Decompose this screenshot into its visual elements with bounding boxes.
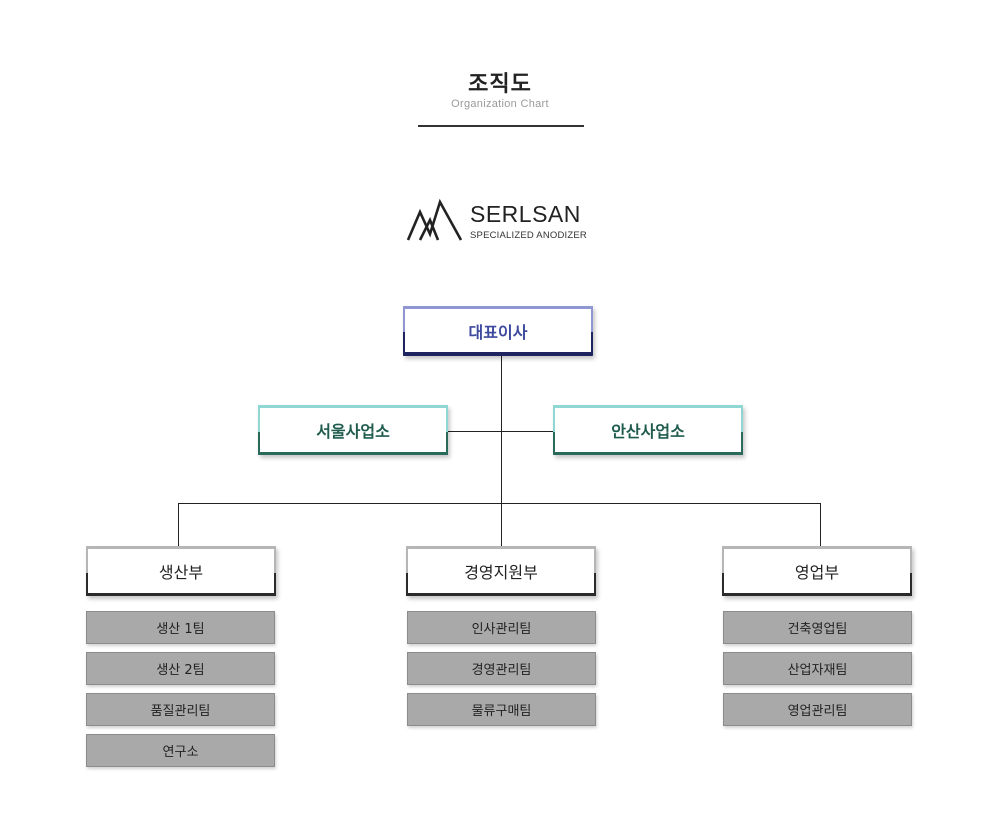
title-divider — [418, 125, 584, 127]
connector-ceo-vertical — [501, 356, 502, 503]
team-label: 물류구매팀 — [471, 704, 532, 719]
team-label: 품질관리팀 — [150, 704, 211, 719]
box-side-accent — [406, 573, 408, 596]
ceo-box: 대표이사 — [403, 306, 593, 356]
company-logo: SERLSAN SPECIALIZED ANODIZER — [406, 198, 606, 246]
box-side-accent — [403, 332, 405, 355]
department-label: 경영지원부 — [464, 563, 538, 582]
department-box-sales: 영업부 — [722, 546, 912, 596]
connector-dept-left — [178, 503, 179, 546]
team-label: 생산 2팀 — [156, 663, 205, 678]
box-side-accent — [741, 432, 743, 455]
team-label: 건축영업팀 — [787, 622, 848, 637]
department-label: 생산부 — [158, 563, 204, 582]
box-side-accent — [258, 432, 260, 455]
team-label: 영업관리팀 — [787, 704, 848, 719]
box-side-accent — [910, 573, 912, 596]
connector-dept-center — [501, 503, 502, 546]
team-box: 물류구매팀 — [407, 693, 596, 726]
office-label: 서울사업소 — [316, 422, 390, 441]
box-side-accent — [274, 573, 276, 596]
box-side-accent — [594, 573, 596, 596]
department-box-management-support: 경영지원부 — [406, 546, 596, 596]
team-box: 품질관리팀 — [86, 693, 275, 726]
team-label: 산업자재팀 — [787, 663, 848, 678]
logo-tagline: SPECIALIZED ANODIZER — [470, 230, 587, 241]
box-side-accent — [553, 432, 555, 455]
team-box: 생산 1팀 — [86, 611, 275, 644]
connector-offices-horizontal — [447, 431, 553, 432]
box-side-accent — [446, 432, 448, 455]
office-label: 안산사업소 — [611, 422, 685, 441]
team-label: 생산 1팀 — [156, 622, 205, 637]
ceo-label: 대표이사 — [468, 322, 528, 342]
team-box: 생산 2팀 — [86, 652, 275, 685]
box-side-accent — [722, 573, 724, 596]
department-box-production: 생산부 — [86, 546, 276, 596]
office-box-seoul: 서울사업소 — [258, 405, 448, 455]
department-label: 영업부 — [794, 563, 840, 582]
team-label: 인사관리팀 — [471, 622, 532, 637]
office-box-ansan: 안산사업소 — [553, 405, 743, 455]
team-box: 인사관리팀 — [407, 611, 596, 644]
team-box: 영업관리팀 — [723, 693, 912, 726]
team-box: 연구소 — [86, 734, 275, 767]
connector-dept-right — [820, 503, 821, 546]
team-box: 건축영업팀 — [723, 611, 912, 644]
page-title: 조직도 — [468, 72, 532, 97]
logo-name: SERLSAN — [470, 201, 581, 227]
team-box: 산업자재팀 — [723, 652, 912, 685]
team-label: 연구소 — [162, 745, 199, 760]
box-side-accent — [86, 573, 88, 596]
logo-mountain-icon — [406, 198, 463, 241]
page-subtitle: Organization Chart — [451, 98, 549, 110]
connector-departments-horizontal — [178, 503, 821, 504]
team-label: 경영관리팀 — [471, 663, 532, 678]
team-box: 경영관리팀 — [407, 652, 596, 685]
box-side-accent — [591, 332, 593, 355]
